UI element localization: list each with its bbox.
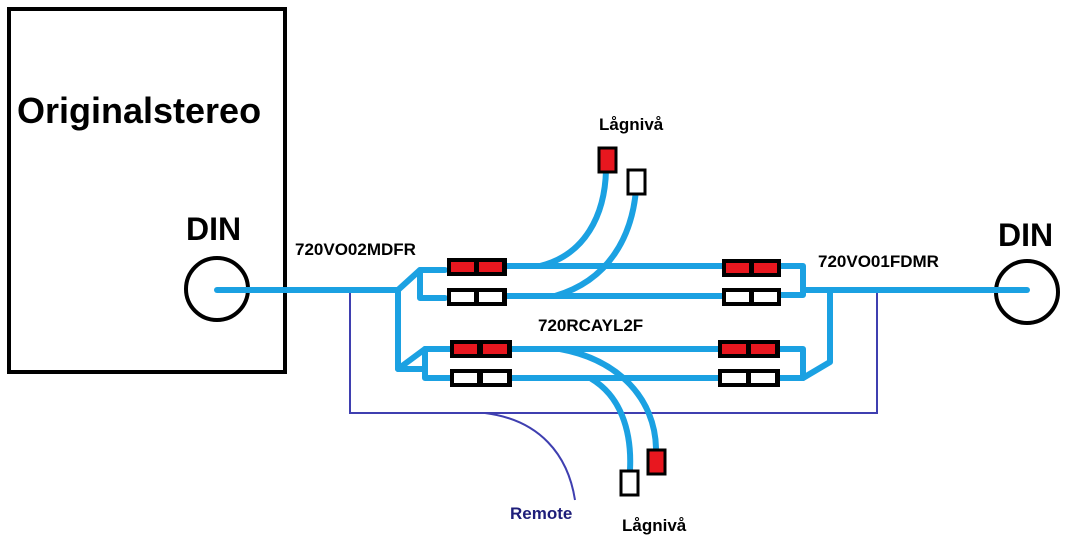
part-right-label: 720VO01FDMR xyxy=(818,252,939,271)
connector-group-bottom-left xyxy=(450,340,512,387)
connector-red-bottom-left-pin-b xyxy=(483,344,507,354)
connector-red-top-right-pin-b xyxy=(754,263,777,273)
connector-white-top-left-pin-a xyxy=(451,292,474,302)
rca-plug-bottom-red[interactable] xyxy=(646,448,667,476)
connector-group-top-left xyxy=(447,258,507,306)
rca-plug-top-white[interactable] xyxy=(626,168,647,196)
connector-white-bottom-left-pin-b xyxy=(483,373,507,383)
stereo-box xyxy=(7,7,287,374)
rca-plug-top-red[interactable] xyxy=(597,146,618,174)
din-right-label: DIN xyxy=(998,217,1053,253)
connector-white-top-right-pin-b xyxy=(754,292,777,302)
connector-white-bottom-left-pin-a xyxy=(454,373,477,383)
connector-red-top-right-pin-a xyxy=(726,263,749,273)
cable-harness xyxy=(214,167,1030,473)
remote-label: Remote xyxy=(510,504,572,523)
connector-group-top-right xyxy=(722,259,781,306)
connector-red-bottom-right-pin-a xyxy=(722,344,746,354)
connector-white-top-right-pin-a xyxy=(726,292,749,302)
connector-red-top-left-pin-b xyxy=(479,262,502,272)
connector-white-top-left-pin-b xyxy=(479,292,502,302)
connector-red-top-left-pin-a xyxy=(451,262,474,272)
part-left-label: 720VO02MDFR xyxy=(295,240,416,259)
stereo-label: Originalstereo xyxy=(17,90,261,131)
connector-white-bottom-right-pin-a xyxy=(722,373,746,383)
connector-group-bottom-right xyxy=(718,340,780,387)
low-level-top-label: Lågnivå xyxy=(599,115,664,134)
connector-white-bottom-right-pin-b xyxy=(751,373,775,383)
din-left-label: DIN xyxy=(186,211,241,247)
connector-red-bottom-right-pin-b xyxy=(751,344,775,354)
part-center-label: 720RCAYL2F xyxy=(538,316,643,335)
rca-plug-bottom-white[interactable] xyxy=(619,469,640,497)
remote-wire xyxy=(349,292,878,501)
connector-red-bottom-left-pin-a xyxy=(454,344,477,354)
low-level-bottom-label: Lågnivå xyxy=(622,516,687,535)
